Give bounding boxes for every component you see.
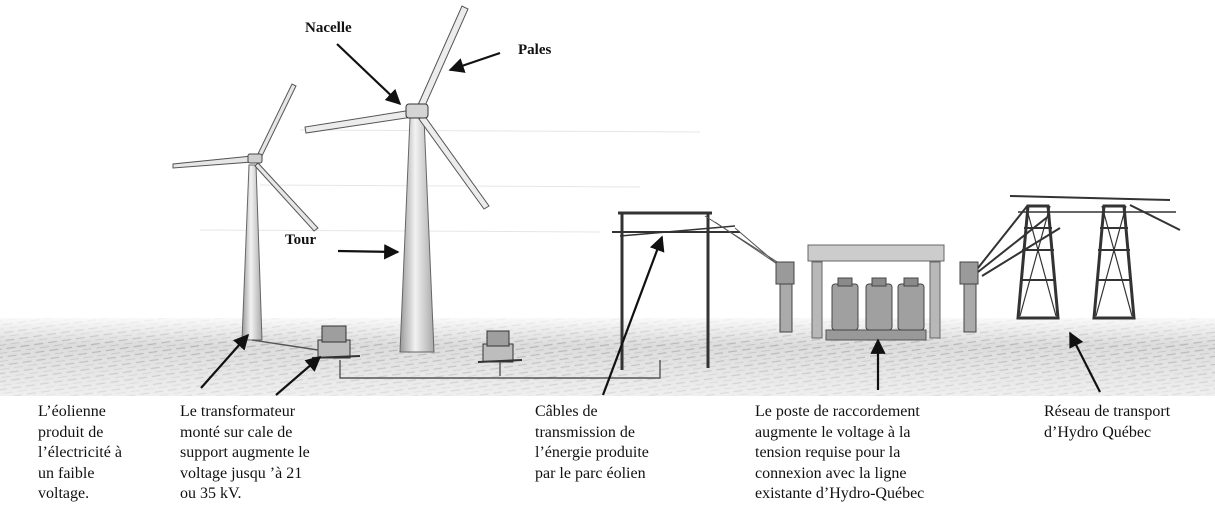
caption-cables: Câbles de transmission de l’énergie prod… (535, 403, 649, 482)
label-tour: Tour (285, 232, 317, 248)
transmission-gantry (612, 211, 740, 370)
arrow-eolienne (200, 333, 250, 389)
ground (0, 318, 1215, 396)
collection-cables (251, 339, 661, 379)
caption-reseau: Réseau de transport d’Hydro Québec (1044, 403, 1171, 441)
sky-streaks (199, 129, 701, 233)
caption-eolienne: L’éolienne produit de l’électricité à un… (38, 403, 122, 502)
arrow-cables (601, 235, 665, 396)
transformer-1 (311, 325, 361, 359)
label-nacelle: Nacelle (305, 20, 352, 36)
caption-transformateur: Le transformateur monté sur cale de supp… (180, 403, 310, 502)
pointer-arrows (200, 43, 1101, 396)
arrow-transformateur (275, 355, 322, 396)
transformer-2 (477, 330, 523, 363)
wind-turbine-right (304, 5, 490, 353)
caption-poste: Le poste de raccordement augmente le vol… (755, 403, 925, 502)
arrow-reseau (1069, 331, 1101, 393)
wind-turbine-left (172, 83, 319, 341)
arrow-nacelle (336, 43, 402, 106)
arrow-pales (448, 51, 501, 73)
label-pales: Pales (518, 42, 552, 58)
substation (775, 244, 979, 341)
arrow-tour (337, 244, 400, 260)
transmission-pylons (977, 195, 1181, 320)
